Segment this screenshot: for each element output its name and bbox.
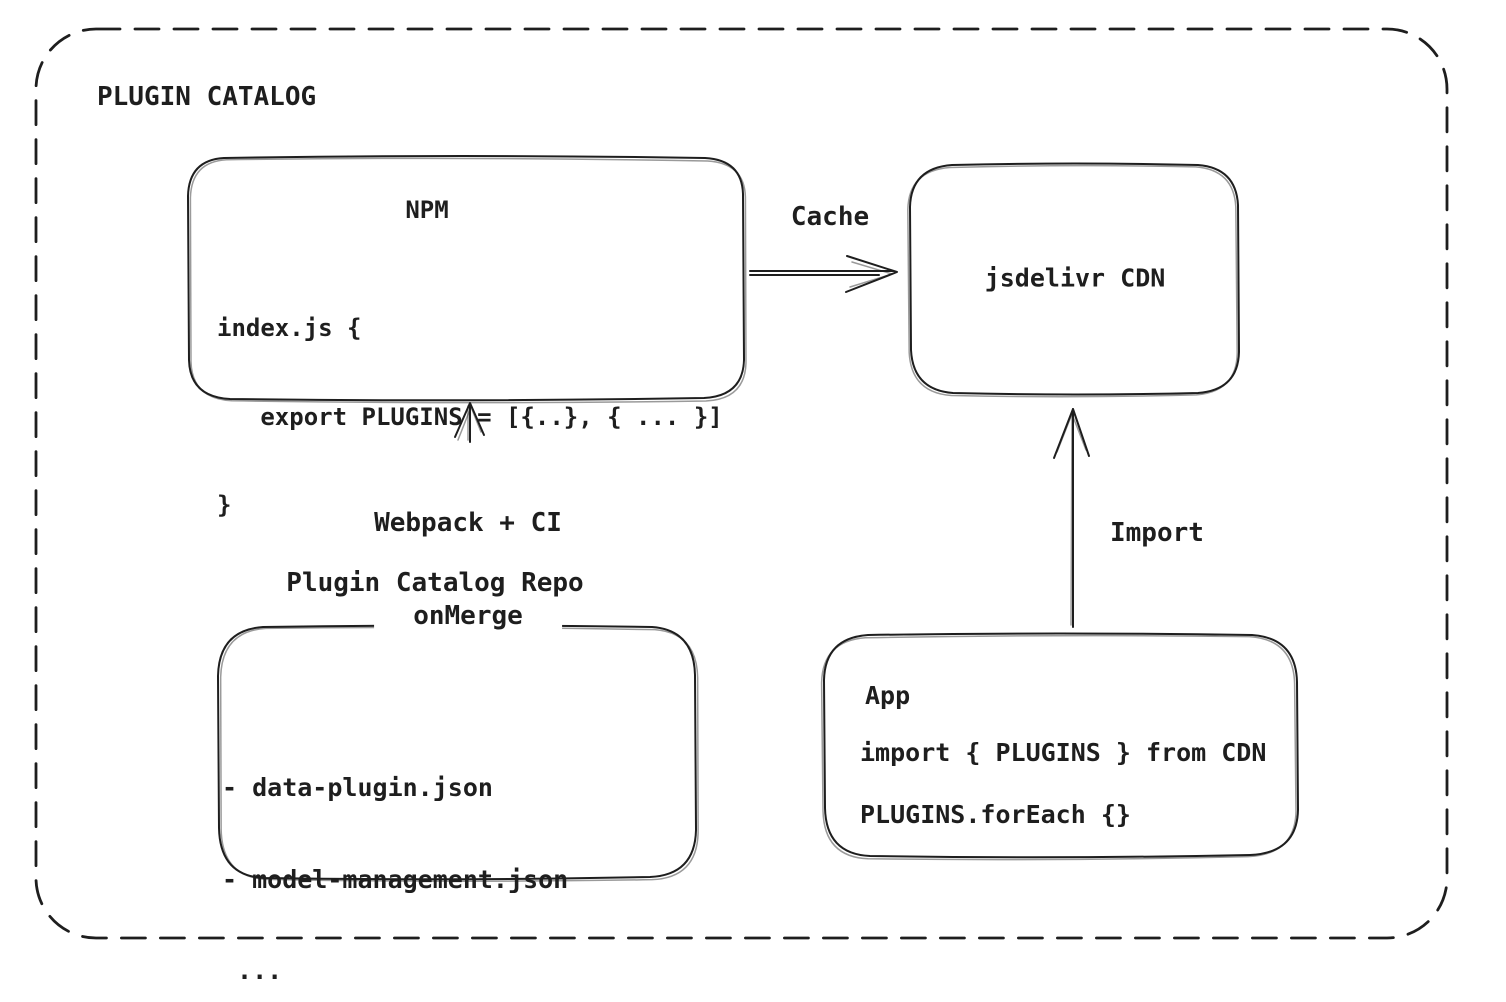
repo-box-label: Plugin Catalog Repo	[286, 567, 584, 598]
cdn-box-label: jsdelivr CDN	[984, 263, 1166, 293]
repo-file-item: - data-plugin.json	[222, 773, 493, 802]
cdn-box	[907, 162, 1240, 398]
npm-code-line: export PLUGINS = [{..}, { ... }]	[217, 402, 723, 431]
cache-arrow	[749, 255, 898, 293]
diagram-title: PLUGIN CATALOG	[97, 82, 317, 112]
build-arrow-label: Webpack + CI onMerge	[374, 446, 562, 694]
app-code-line-1: import { PLUGINS } from CDN	[860, 738, 1267, 767]
npm-code-block: index.js { export PLUGINS = [{..}, { ...…	[217, 255, 723, 580]
import-arrow-label: Import	[1110, 518, 1204, 548]
npm-code-line: index.js {	[217, 314, 362, 342]
npm-box	[187, 155, 747, 404]
catalog-boundary-outline	[34, 27, 1449, 940]
app-box-title: App	[865, 681, 911, 710]
repo-file-item: - model-management.json	[222, 864, 569, 894]
import-arrow	[1053, 408, 1090, 628]
npm-box-title: NPM	[405, 196, 449, 225]
repo-file-item: ...	[222, 956, 283, 985]
build-arrow-label-line: Webpack + CI	[374, 508, 562, 538]
npm-code-line: }	[217, 491, 232, 519]
cache-arrow-label: Cache	[790, 201, 870, 232]
build-arrow-label-line: onMerge	[413, 601, 523, 631]
app-code-line-2: PLUGINS.forEach {}	[860, 800, 1131, 829]
app-box	[820, 632, 1299, 861]
repo-file-list: - data-plugin.json - model-management.js…	[222, 712, 568, 1002]
